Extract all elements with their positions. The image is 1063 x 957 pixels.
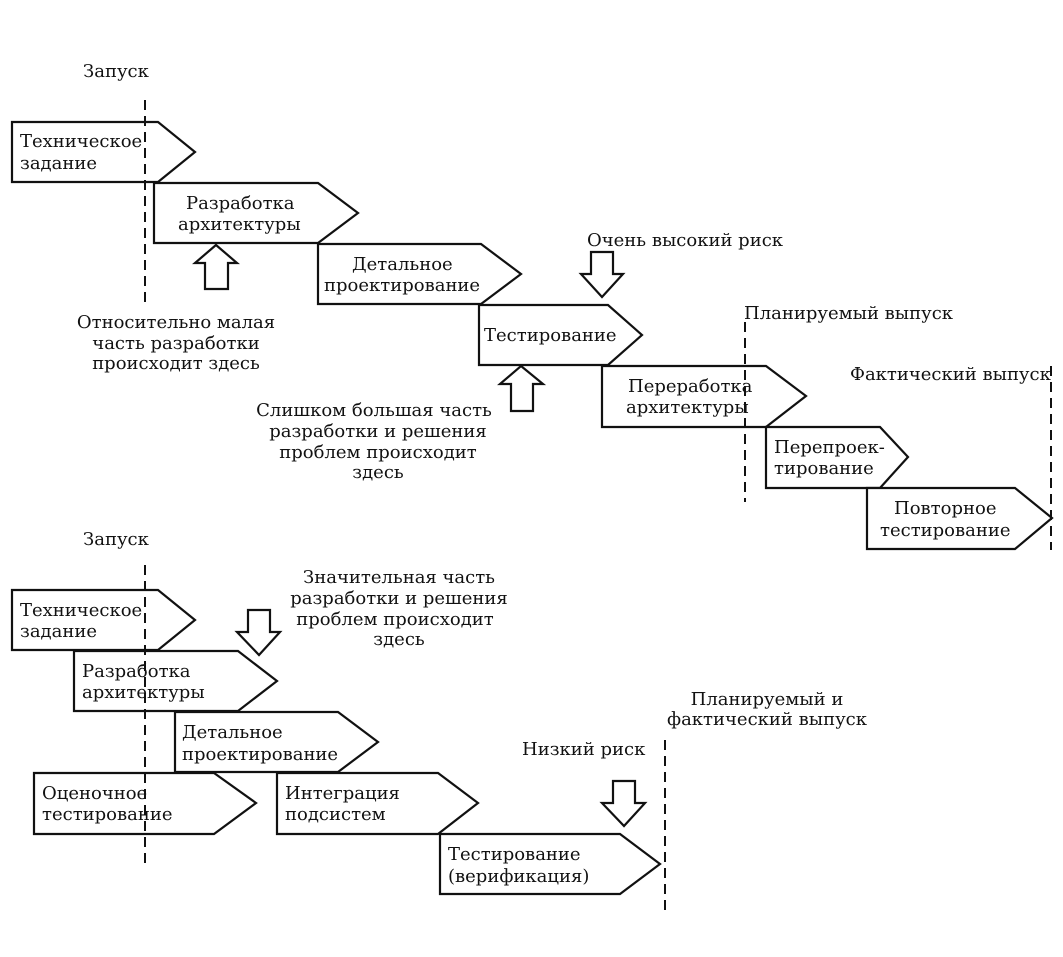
bottom-stage-eval-testing-label: Оценочное [42, 783, 147, 804]
svg-text:фактический выпуск: фактический выпуск [667, 709, 868, 730]
top-stage-architecture-shape [152, 181, 360, 245]
bottom-arrow-down-significant-icon [234, 608, 283, 657]
top-stage-rework-architecture-shape [600, 364, 808, 429]
top-stage-detailed-design-label: Детальное [352, 254, 453, 275]
bottom-stage-detailed-design-label: Детальное [182, 722, 283, 743]
bottom-stage-spec-label: Техническое [20, 600, 142, 621]
bottom-stage-integration-label: Интеграция [285, 783, 400, 804]
top-stage-retesting-label: тестирование [880, 520, 1011, 541]
svg-text:разработки и решения: разработки и решения [290, 588, 508, 609]
top-stage-spec-label: задание [20, 153, 97, 174]
svg-text:здесь: здесь [352, 462, 404, 483]
top-small-part-note: Относительно малая часть разработки прои… [77, 312, 275, 374]
svg-text:проблем происходит: проблем происходит [296, 609, 494, 630]
top-stage-spec-shape [10, 120, 197, 184]
svg-text:Относительно малая: Относительно малая [77, 312, 275, 333]
bottom-release-label: Планируемый и фактический выпуск [667, 689, 868, 730]
bottom-stage-eval-testing-label: тестирование [42, 804, 173, 825]
bottom-stage-detailed-design-label: проектирование [182, 744, 338, 765]
bottom-significant-note: Значительная часть разработки и решения … [290, 567, 508, 650]
top-stage-redesign-shape [764, 425, 910, 490]
top-stage-redesign-label: тирование [774, 458, 874, 479]
svg-text:происходит здесь: происходит здесь [92, 353, 260, 374]
bottom-risk-label: Низкий риск [522, 739, 646, 760]
svg-text:Планируемый и: Планируемый и [691, 689, 844, 710]
bottom-stage-integration-shape [275, 771, 480, 836]
top-stage-testing-label: Тестирование [484, 325, 617, 346]
top-stage-retesting-shape [865, 486, 1054, 551]
top-stage-architecture-label: Разработка [186, 193, 295, 214]
top-stage-rework-architecture-label: Переработка [628, 376, 753, 397]
bottom-stage-verification-label: (верификация) [448, 866, 589, 887]
bottom-stage-spec-label: задание [20, 621, 97, 642]
top-stage-detailed-design-label: проектирование [324, 275, 480, 296]
bottom-stage-eval-testing-shape [32, 771, 258, 836]
top-arrow-down-risk-icon [578, 250, 626, 299]
bottom-arrow-down-risk-icon [599, 779, 648, 828]
top-launch-label: Запуск [83, 61, 150, 82]
top-actual-release-label: Фактический выпуск [850, 364, 1052, 385]
bottom-stage-architecture-label: архитектуры [82, 682, 205, 703]
bottom-stage-integration-label: подсистем [285, 804, 386, 825]
top-stage-spec-label: Техническое [20, 131, 142, 152]
top-stage-redesign-label: Перепроек- [774, 437, 885, 458]
svg-text:проблем происходит: проблем происходит [279, 442, 477, 463]
top-stage-testing-shape [477, 303, 644, 367]
top-stage-architecture-label: архитектуры [178, 214, 301, 235]
svg-text:здесь: здесь [373, 629, 425, 650]
top-risk-label: Очень высокий риск [587, 230, 784, 251]
top-arrow-up-small-icon [192, 243, 240, 291]
svg-text:Значительная часть: Значительная часть [303, 567, 495, 588]
top-too-much-note: Слишком большая часть разработки и решен… [256, 400, 492, 483]
svg-text:разработки и решения: разработки и решения [269, 421, 487, 442]
top-stage-rework-architecture-label: архитектуры [626, 397, 749, 418]
bottom-stage-architecture-shape [72, 649, 279, 713]
top-planned-release-label: Планируемый выпуск [744, 303, 954, 324]
svg-text:Слишком большая часть: Слишком большая часть [256, 400, 492, 421]
bottom-launch-label: Запуск [83, 529, 150, 550]
bottom-stage-spec-shape [10, 588, 197, 652]
top-stage-retesting-label: Повторное [894, 498, 996, 519]
top-stage-detailed-design-shape [316, 242, 523, 306]
bottom-stage-verification-label: Тестирование [448, 844, 581, 865]
bottom-stage-verification-shape [438, 832, 662, 896]
bottom-stage-architecture-label: Разработка [82, 661, 191, 682]
bottom-diagram: Запуск Техническое задание Разработка ар… [10, 529, 868, 915]
top-diagram: Запуск Техническое задание Разработка ар… [10, 61, 1054, 551]
top-arrow-up-large-icon [497, 364, 547, 413]
svg-text:часть разработки: часть разработки [92, 333, 259, 354]
bottom-stage-detailed-design-shape [173, 710, 380, 774]
